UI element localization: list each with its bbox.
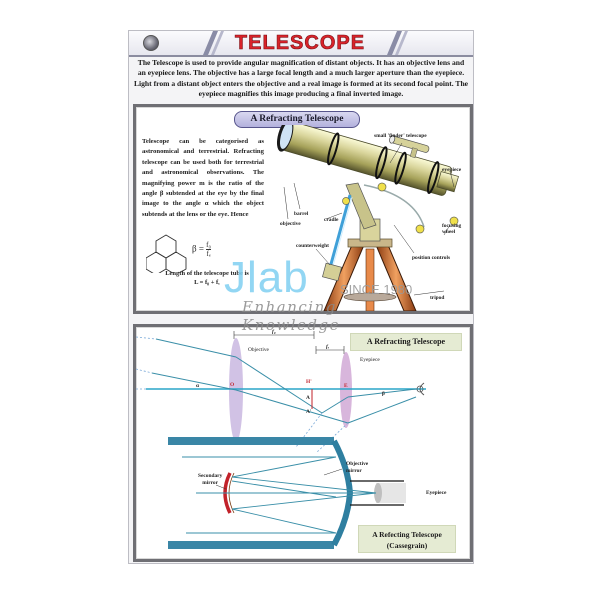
label-eyepiece-reflecting: Eyepiece: [426, 490, 447, 496]
telescope-illustration: [276, 125, 459, 311]
decorative-slash-icon: [203, 31, 224, 55]
focal-ratio: f₀ fₑ: [206, 241, 211, 258]
label-fe: fₑ: [326, 344, 330, 350]
emblem-logo-icon: [143, 35, 159, 51]
chart-header: TELESCOPE: [129, 31, 473, 57]
label-O: O: [230, 382, 235, 388]
label-eyepiece: eyepiece: [442, 167, 462, 173]
refracting-telescope-label: A Refracting Telescope: [350, 333, 462, 351]
label-objective-lens: Objective: [248, 347, 269, 353]
intro-paragraph: The Telescope is used to provide angular…: [133, 58, 469, 98]
label-fo: f₀: [272, 329, 276, 335]
tube-length-text: Length of the telescope tube is L = f₀ +…: [165, 270, 249, 286]
label-focusing-wheel: focusing wheel: [442, 223, 462, 235]
ray-diagram-panel: A Refracting Telescope Objective Eyepiec…: [133, 324, 473, 562]
chart-title: TELESCOPE: [234, 32, 366, 55]
label-finder: small 'finder' telescope: [374, 133, 427, 139]
label-A: A: [306, 395, 310, 401]
label-secondary-mirror: Secondary mirror: [198, 473, 223, 486]
label-objective-mirror: Objective mirror: [346, 461, 369, 474]
label-beta: β: [382, 391, 385, 397]
label-objective: objective: [280, 221, 301, 227]
label-eyepiece-lens: Eyepiece: [360, 357, 380, 363]
hexagon-graphic: [146, 234, 187, 273]
magnifying-power-formula: β = f₀ fₑ: [192, 241, 211, 258]
label-alpha: α: [196, 383, 200, 389]
label-A-prime: A': [306, 409, 312, 415]
ray-diagram-svg: [136, 331, 426, 549]
label-tripod: tripod: [430, 295, 445, 301]
label-H: H': [306, 379, 312, 385]
label-E: E: [344, 383, 348, 389]
label-counterweight: counterweight: [296, 243, 329, 249]
label-barrel: barrel: [294, 211, 309, 217]
reflecting-telescope-label: A Refecting Telescope (Cassegrain): [358, 525, 456, 553]
decorative-slash-icon: [387, 31, 408, 55]
refracting-telescope-panel: A Refracting Telescope Telescope can be …: [133, 104, 473, 314]
refracting-description: Telescope can be categorised as astronom…: [142, 138, 264, 218]
beta-symbol: β: [192, 243, 197, 254]
label-position-controls: position controls: [412, 255, 451, 261]
telescope-chart: TELESCOPE The Telescope is used to provi…: [128, 30, 474, 564]
label-cradle: cradle: [324, 217, 339, 223]
